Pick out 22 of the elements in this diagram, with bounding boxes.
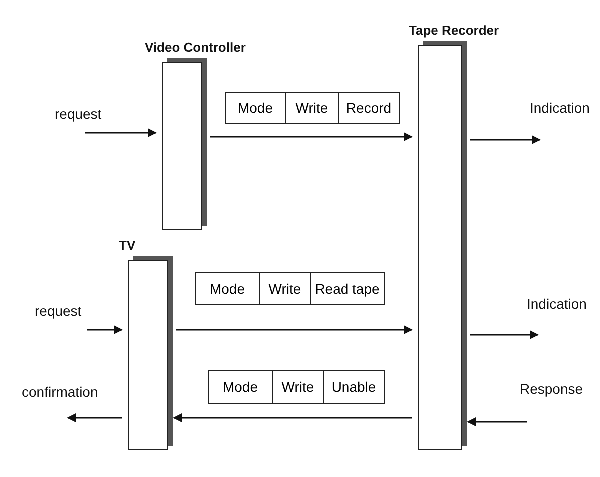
edge-label: Indication xyxy=(527,296,587,312)
field-text: Write xyxy=(260,273,311,304)
field-text: Write xyxy=(273,371,324,403)
arrow xyxy=(85,128,157,138)
arrow xyxy=(87,326,123,334)
entity-title: Video Controller xyxy=(145,40,246,55)
entity-title: Tape Recorder xyxy=(409,23,500,38)
message-frame xyxy=(195,272,385,305)
message-frame xyxy=(225,92,400,124)
field-text: Mode xyxy=(226,93,286,123)
field-text: Write xyxy=(286,93,339,123)
field-text: Mode xyxy=(196,273,260,304)
field-text: Record xyxy=(345,99,393,118)
arrow xyxy=(67,414,122,422)
edge-label: confirmation xyxy=(22,384,98,400)
field-text: Unable xyxy=(330,378,378,397)
field-text: Mode xyxy=(209,371,273,403)
field-text: Read tape xyxy=(314,280,381,299)
edge-label: Indication xyxy=(530,100,590,116)
message-frame xyxy=(208,370,385,404)
entity-title: TV xyxy=(119,238,136,253)
edge-label: Response xyxy=(520,381,584,397)
